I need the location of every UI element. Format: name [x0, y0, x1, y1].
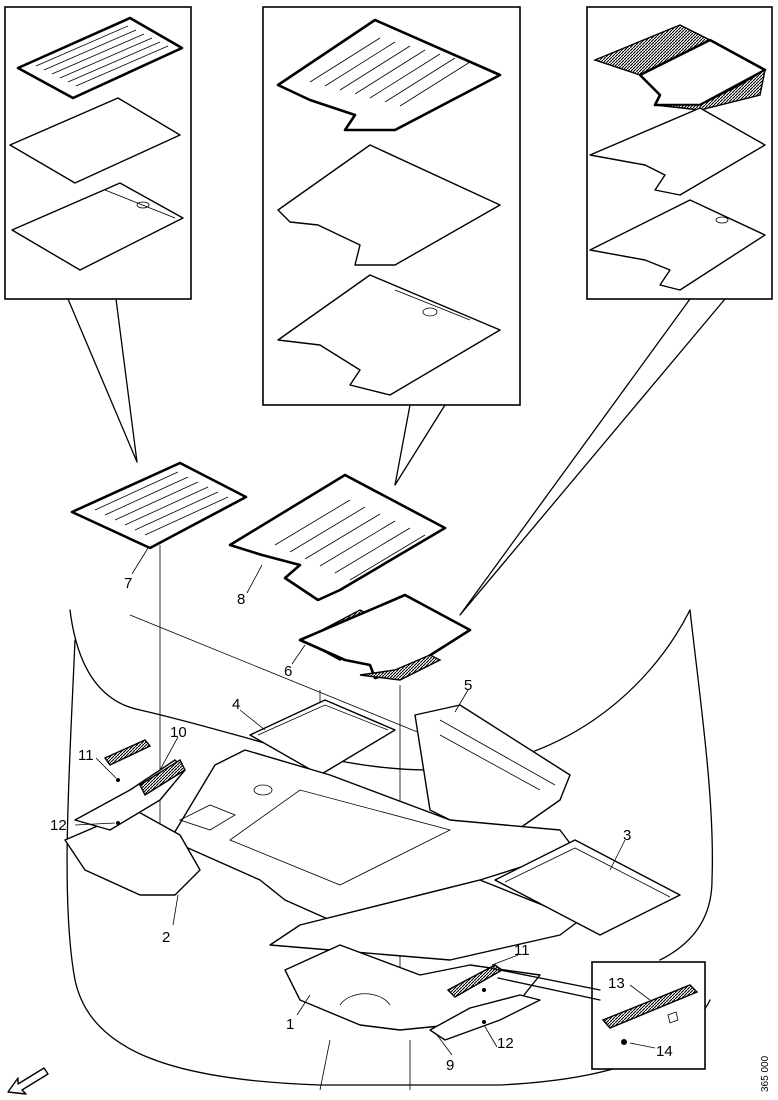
callout-3: 3 — [623, 827, 631, 844]
main-floor-tunnel — [169, 749, 581, 961]
callout-6: 6 — [284, 663, 292, 680]
callout-labels: 7 8 6 4 5 3 10 11 12 2 1 11 9 12 13 14 — [50, 575, 673, 1074]
callout-4: 4 — [232, 696, 240, 713]
callout-12-right: 12 — [497, 1035, 514, 1052]
detail-box-step-13 — [489, 961, 706, 1070]
left-step-parts — [64, 739, 201, 896]
callout-leaders — [74, 547, 656, 1056]
pointer-lines — [67, 298, 726, 616]
reference-code: 365 000 — [760, 1055, 771, 1092]
callout-7: 7 — [124, 575, 132, 592]
callout-14: 14 — [656, 1043, 673, 1060]
callout-1: 1 — [286, 1016, 294, 1033]
detail-box-mat-6 — [586, 6, 773, 300]
callout-11-right: 11 — [514, 942, 530, 959]
floor-panel-3 — [494, 839, 681, 936]
callout-10: 10 — [170, 724, 187, 741]
callout-8: 8 — [237, 591, 245, 608]
floor-mat-6 — [298, 593, 472, 681]
front-direction-arrow-icon — [7, 1067, 49, 1095]
floor-mat-7 — [70, 461, 248, 550]
callout-5: 5 — [464, 677, 472, 694]
callout-11-left: 11 — [78, 747, 94, 764]
floor-panel-5 — [414, 704, 571, 836]
floor-mat-8 — [228, 473, 447, 602]
detail-box-mat-8 — [262, 6, 521, 406]
right-step-parts — [284, 944, 541, 1041]
callout-9: 9 — [446, 1057, 454, 1074]
callout-13: 13 — [608, 975, 625, 992]
floor-panel-4 — [249, 699, 396, 776]
callout-2: 2 — [162, 929, 170, 946]
callout-12-left: 12 — [50, 817, 67, 834]
detail-box-mat-7 — [4, 6, 192, 300]
